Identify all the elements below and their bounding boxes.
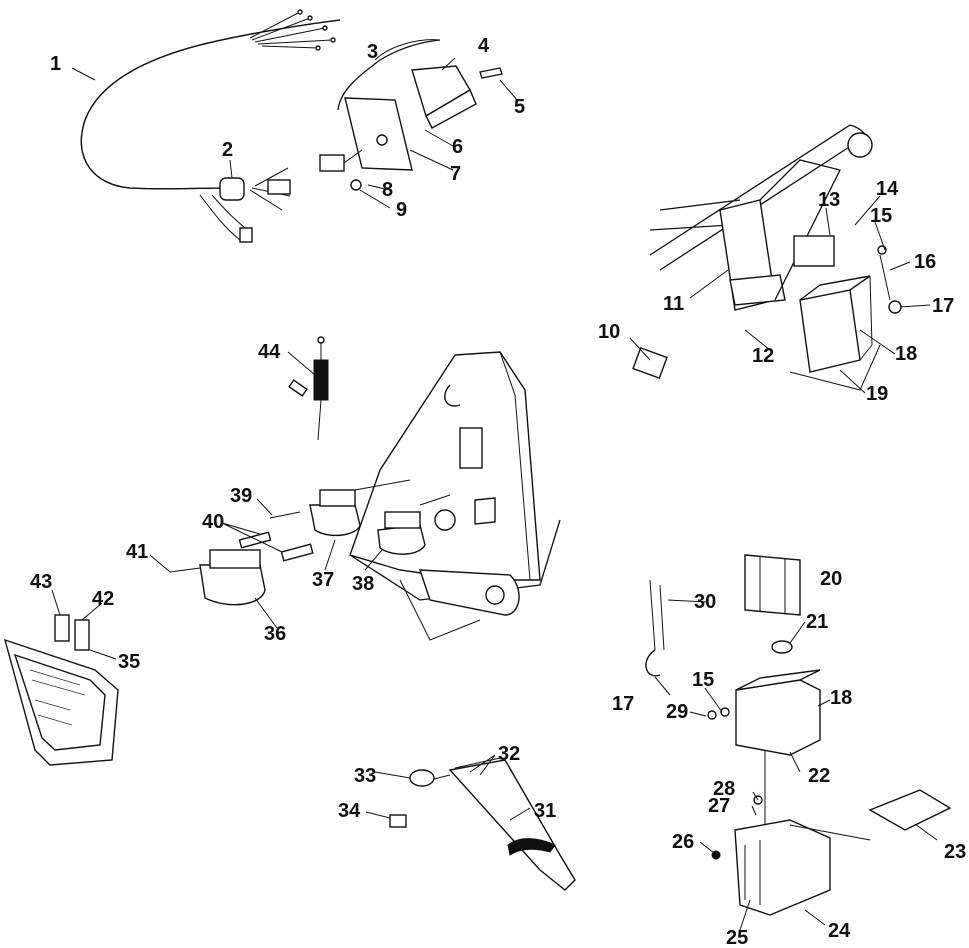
callout-13: 13 (818, 189, 840, 211)
wiring-harness (80, 9, 341, 243)
callout-42: 42 (92, 588, 114, 610)
frame-battery-top (632, 124, 902, 391)
callout-31: 31 (534, 800, 556, 822)
callout-24: 24 (828, 920, 851, 942)
callout-1: 1 (50, 53, 61, 75)
callout-17: 17 (932, 295, 954, 317)
callout-8: 8 (382, 179, 393, 201)
callout-10: 10 (598, 321, 620, 343)
callout-2: 2 (222, 139, 233, 161)
callout-36: 36 (264, 623, 286, 645)
callout-38: 38 (352, 573, 374, 595)
callout-18b: 18 (830, 687, 852, 709)
battery-box-lower (645, 554, 952, 916)
cable-assembly-31-33 (389, 757, 576, 891)
callout-28: 28 (713, 778, 735, 800)
callout-5: 5 (514, 96, 525, 118)
callout-44: 44 (258, 341, 281, 363)
callout-9: 9 (396, 199, 407, 221)
frame-plate (349, 351, 561, 641)
callout-18: 18 (895, 343, 917, 365)
callout-23: 23 (944, 841, 966, 863)
callout-16: 16 (914, 251, 936, 273)
callout-3: 3 (367, 41, 378, 63)
callout-19: 19 (866, 383, 888, 405)
callout-11: 11 (663, 293, 684, 315)
callout-25: 25 (726, 927, 748, 948)
tail-light-assembly (319, 39, 503, 191)
callout-20: 20 (820, 568, 842, 590)
callout-30: 30 (694, 591, 716, 613)
callout-14: 14 (876, 178, 899, 200)
callout-43: 43 (30, 571, 52, 593)
callout-33: 33 (354, 765, 376, 787)
callout-15b: 15 (692, 669, 714, 691)
callout-12: 12 (752, 345, 774, 367)
callout-41: 41 (126, 541, 148, 563)
callout-6: 6 (452, 136, 463, 158)
callout-4: 4 (478, 35, 490, 57)
callout-26: 26 (672, 831, 694, 853)
callout-17b: 17 (612, 693, 634, 715)
callout-22: 22 (808, 765, 830, 787)
callout-29: 29 (666, 701, 688, 723)
callout-21: 21 (806, 611, 828, 633)
callout-7: 7 (450, 163, 461, 185)
callout-37: 37 (312, 569, 334, 591)
item-44-fuse-lead (288, 336, 329, 441)
callout-32: 32 (498, 743, 520, 765)
callout-15: 15 (870, 205, 892, 227)
mounting-brackets (169, 479, 451, 606)
leader-lines (51, 39, 938, 931)
callout-34: 34 (338, 800, 361, 822)
callout-40: 40 (202, 511, 224, 533)
grille-part-35 (3, 614, 119, 766)
callout-27: 27 (708, 795, 730, 817)
callout-35: 35 (118, 651, 140, 673)
connector-part-2 (219, 177, 291, 201)
callout-labels: 1 2 3 4 5 6 7 8 9 10 11 12 13 14 15 16 1… (30, 35, 966, 948)
callout-39: 39 (230, 485, 252, 507)
